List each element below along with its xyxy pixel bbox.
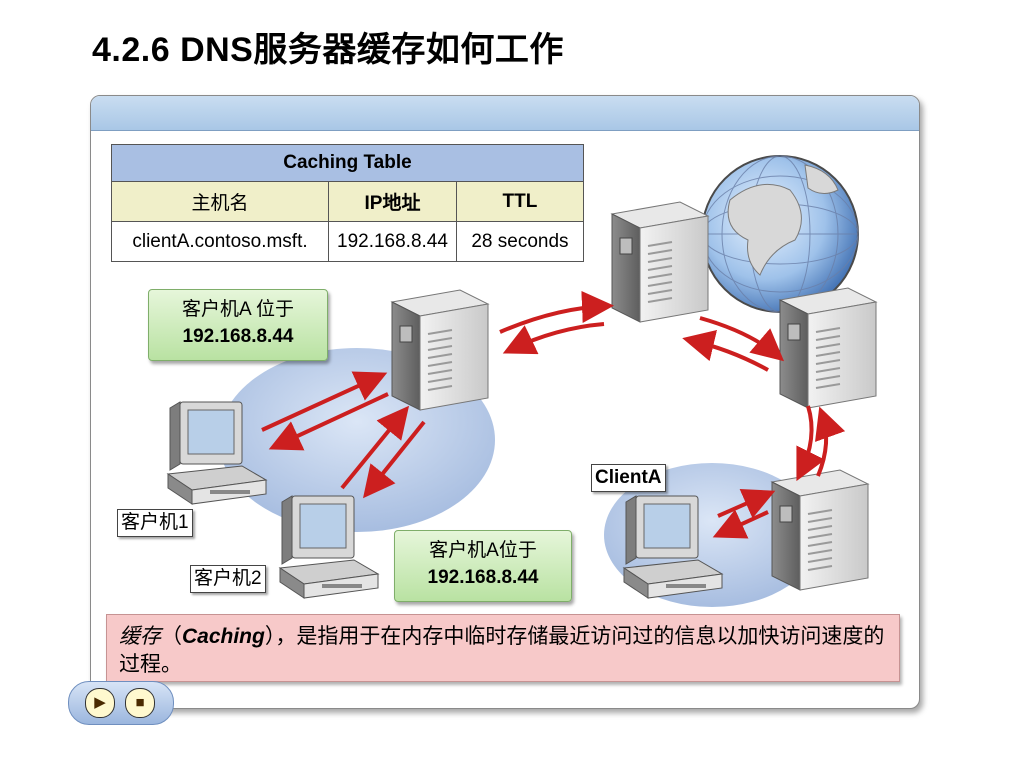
header-ip: IP地址 xyxy=(328,181,457,222)
callout-clientA-location-top: 客户机A 位于 192.168.8.44 xyxy=(148,289,328,361)
local-dns-server-icon xyxy=(391,289,489,411)
remote-dns-server-icon-1 xyxy=(611,201,709,323)
stop-icon[interactable]: ■ xyxy=(125,688,155,718)
caching-table-caption: Caching Table xyxy=(111,144,584,182)
callout-clientA-location-bottom: 客户机A位于 192.168.8.44 xyxy=(394,530,572,602)
cell-ttl: 28 seconds xyxy=(455,221,584,262)
query-arrows xyxy=(261,290,846,539)
client1-label: 客户机1 xyxy=(117,509,193,537)
header-hostname: 主机名 xyxy=(111,181,329,222)
cell-hostname: clientA.contoso.msft. xyxy=(111,221,329,262)
note-term-en: Caching xyxy=(182,625,265,648)
slide-navigation: ▶ ■ xyxy=(68,681,174,725)
play-icon[interactable]: ▶ xyxy=(85,688,115,718)
client2-label: 客户机2 xyxy=(190,565,266,593)
header-ttl: TTL xyxy=(455,181,584,222)
note-term: 缓存 xyxy=(119,625,161,648)
clientA-label: ClientA xyxy=(591,464,666,492)
globe-icon xyxy=(701,155,859,313)
table-row: clientA.contoso.msft. 192.168.8.44 28 se… xyxy=(111,221,584,262)
remote-dns-server-icon-3 xyxy=(771,469,869,591)
note-text: ），是指用于在内存中临时存储最近访问过的信息以加快访问速度的过程。 xyxy=(119,625,885,676)
caching-table: Caching Table 主机名 IP地址 TTL clientA.conto… xyxy=(111,144,584,262)
remote-dns-server-icon-2 xyxy=(779,287,877,409)
panel-header-bar xyxy=(91,96,919,131)
cell-ip: 192.168.8.44 xyxy=(328,221,457,262)
caching-definition-note: 缓存（Caching），是指用于在内存中临时存储最近访问过的信息以加快访问速度的… xyxy=(106,614,900,682)
page-title: 4.2.6 DNS服务器缓存如何工作 xyxy=(92,31,564,69)
